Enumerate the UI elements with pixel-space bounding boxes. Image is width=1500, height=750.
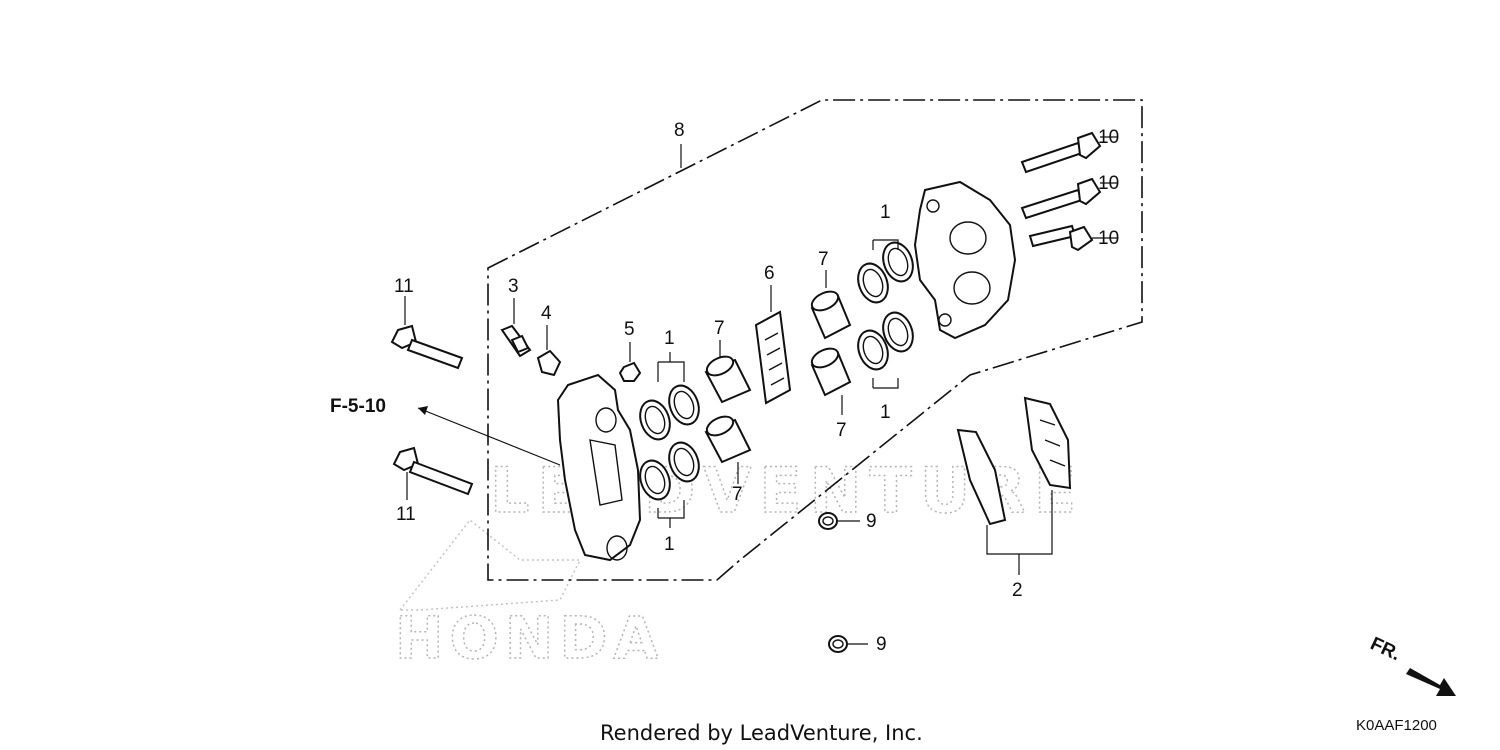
callout-7-left-bottom: 7 bbox=[732, 484, 743, 505]
callout-1-bottom-right: 1 bbox=[880, 402, 891, 423]
bolt-11-top[interactable] bbox=[390, 324, 464, 370]
piston-seal-right-bottom-a[interactable] bbox=[853, 326, 893, 373]
bolt-10-b[interactable] bbox=[1020, 177, 1118, 220]
callout-11-top: 11 bbox=[394, 276, 414, 297]
callout-7-right-top: 7 bbox=[818, 249, 829, 270]
footer-text: Rendered by LeadVenture, Inc. bbox=[600, 721, 923, 745]
callout-1-bottom-left: 1 bbox=[664, 534, 675, 555]
bolt-10-c[interactable] bbox=[1028, 224, 1118, 252]
piston-right-bottom[interactable] bbox=[809, 345, 852, 397]
pad-spring-6[interactable] bbox=[754, 310, 792, 405]
callout-10-b: 10 bbox=[1098, 173, 1119, 194]
piston-seal-right-top-b[interactable] bbox=[878, 238, 918, 285]
callout-8: 8 bbox=[674, 120, 685, 141]
front-marker-label: FR. bbox=[1367, 633, 1404, 665]
svg-text:HONDA: HONDA bbox=[395, 604, 664, 672]
callout-4: 4 bbox=[541, 303, 552, 324]
callout-9-top: 9 bbox=[866, 511, 877, 532]
brake-pad-inner[interactable] bbox=[956, 428, 1007, 526]
nut-5[interactable] bbox=[618, 361, 642, 382]
callout-7-right-bottom: 7 bbox=[836, 420, 847, 441]
callout-2: 2 bbox=[1012, 580, 1023, 601]
bleeder-cap-4[interactable] bbox=[536, 349, 562, 377]
front-direction-marker: FR. bbox=[1367, 633, 1456, 696]
callout-11-bottom: 11 bbox=[396, 504, 416, 525]
callout-10-a: 10 bbox=[1098, 127, 1119, 148]
plug-9-bottom[interactable] bbox=[828, 635, 848, 653]
piston-seal-right-bottom-b[interactable] bbox=[878, 308, 918, 355]
callout-1-top-left: 1 bbox=[664, 328, 675, 349]
piston-seal-left-top-a[interactable] bbox=[635, 396, 675, 443]
plug-9-top[interactable] bbox=[818, 512, 838, 530]
front-arrow-icon bbox=[1406, 668, 1456, 696]
caliper-half-left[interactable] bbox=[556, 373, 642, 562]
piston-seal-left-bottom-b[interactable] bbox=[664, 438, 704, 485]
callout-3: 3 bbox=[508, 276, 519, 297]
caliper-assembly-boundary bbox=[487, 99, 1143, 581]
callout-9-bottom: 9 bbox=[876, 634, 887, 655]
brake-pad-outer[interactable] bbox=[1023, 396, 1072, 490]
caliper-half-right[interactable] bbox=[913, 180, 1017, 340]
callout-1-top-right: 1 bbox=[880, 202, 891, 223]
piston-left-bottom[interactable] bbox=[704, 413, 752, 464]
piston-seal-left-top-b[interactable] bbox=[664, 381, 704, 428]
reference-label: F-5-10 bbox=[330, 396, 386, 417]
piston-seal-left-bottom-a[interactable] bbox=[635, 456, 675, 503]
diagram-code: K0AAF1200 bbox=[1356, 717, 1437, 734]
bolt-11-bottom[interactable] bbox=[392, 446, 474, 496]
piston-seal-right-top-a[interactable] bbox=[853, 259, 893, 306]
callout-5: 5 bbox=[624, 319, 635, 340]
piston-left-top[interactable] bbox=[704, 353, 752, 404]
callout-10-c: 10 bbox=[1098, 228, 1119, 249]
callout-6: 6 bbox=[764, 263, 775, 284]
bleeder-valve-3[interactable] bbox=[500, 324, 532, 358]
callout-7-left-top: 7 bbox=[714, 318, 725, 339]
piston-right-top[interactable] bbox=[809, 288, 852, 340]
bolt-10-a[interactable] bbox=[1020, 131, 1118, 174]
